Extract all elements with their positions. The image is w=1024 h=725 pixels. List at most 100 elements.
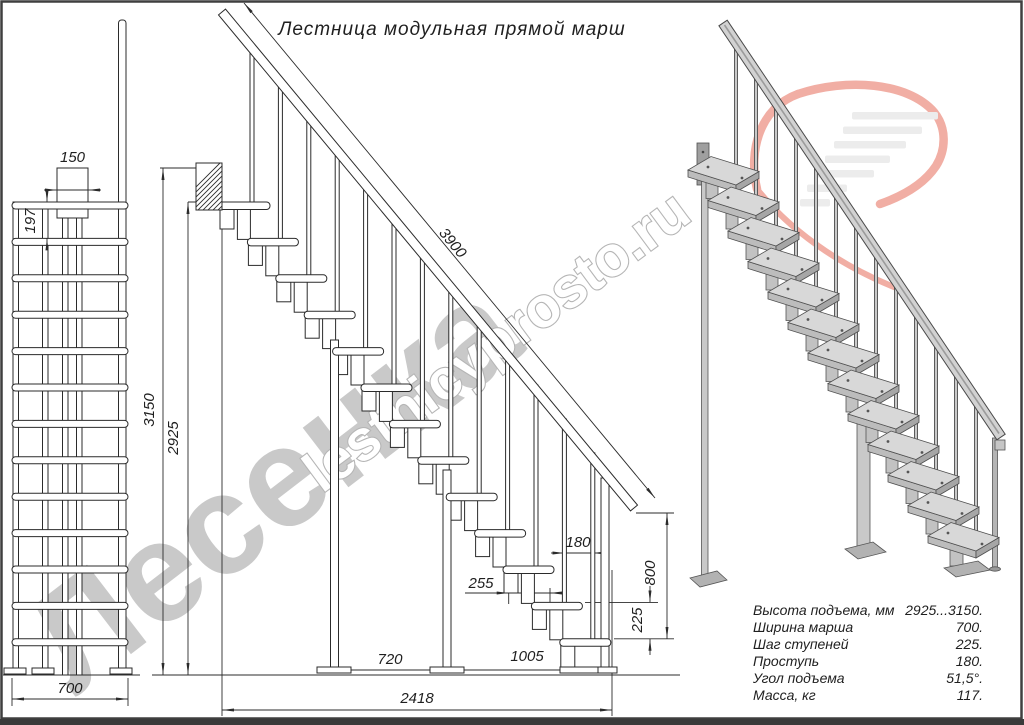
side-dimension-lines bbox=[160, 2, 674, 716]
dim-180: 180 bbox=[565, 534, 591, 551]
bolt bbox=[980, 542, 984, 546]
bolt bbox=[960, 512, 964, 515]
flange bbox=[31, 667, 55, 675]
dim-2925: 2925 bbox=[165, 421, 182, 456]
bolt bbox=[820, 298, 824, 302]
bolt bbox=[701, 150, 705, 154]
front-step bbox=[11, 347, 129, 356]
bolt bbox=[886, 440, 890, 443]
tread bbox=[360, 383, 413, 392]
front-dimension-lines bbox=[11, 188, 129, 706]
module-upper bbox=[293, 281, 308, 313]
bolt bbox=[840, 329, 844, 332]
bolt bbox=[860, 359, 864, 363]
iso-view bbox=[687, 19, 1006, 588]
spec-value: 225. bbox=[955, 636, 983, 652]
iso-base-plate bbox=[689, 570, 728, 588]
side-treads bbox=[218, 201, 612, 647]
bolt bbox=[766, 257, 770, 260]
bolt bbox=[826, 348, 830, 352]
tread bbox=[332, 347, 385, 356]
front-step bbox=[11, 274, 129, 283]
tread bbox=[474, 529, 527, 538]
dim-197: 197 bbox=[22, 208, 39, 234]
dim-800: 800 bbox=[642, 560, 659, 586]
front-step bbox=[11, 383, 129, 392]
tread bbox=[445, 492, 498, 502]
front-step bbox=[11, 492, 129, 501]
iso-base-plate bbox=[844, 541, 887, 560]
spec-label: Проступь bbox=[753, 653, 819, 669]
front-step bbox=[11, 310, 129, 319]
spec-label: Шаг ступеней bbox=[753, 636, 849, 652]
spec-label: Масса, кг bbox=[753, 687, 816, 703]
tread bbox=[303, 310, 356, 320]
front-steps bbox=[11, 201, 129, 647]
module-upper bbox=[378, 390, 393, 422]
dim-255: 255 bbox=[467, 575, 494, 592]
bolt bbox=[900, 420, 904, 424]
spec-label: Угол подъема bbox=[752, 670, 845, 686]
bolt bbox=[780, 237, 784, 241]
spec-value: 51,5°. bbox=[946, 670, 983, 686]
module-upper bbox=[464, 499, 479, 532]
dim-150: 150 bbox=[60, 149, 86, 166]
module-lower bbox=[560, 645, 576, 668]
module-upper bbox=[407, 426, 422, 459]
dim-3150: 3150 bbox=[141, 393, 158, 427]
iso-rail-post bbox=[992, 437, 998, 569]
tread bbox=[502, 565, 555, 574]
side-modules bbox=[219, 208, 576, 668]
spec-value: 180. bbox=[956, 653, 983, 669]
iso-balusters bbox=[734, 42, 978, 544]
front-step bbox=[11, 565, 129, 574]
front-step bbox=[11, 529, 129, 538]
front-view: 150 197 700 bbox=[3, 19, 140, 706]
drawing-title: Лестница модульная прямой марш bbox=[276, 19, 625, 40]
module-lower bbox=[503, 572, 519, 594]
iso-rail-end-cap bbox=[994, 439, 1006, 451]
spec-value: 117. bbox=[957, 687, 983, 703]
bolt bbox=[786, 287, 790, 291]
module-lower bbox=[276, 281, 292, 303]
flange bbox=[3, 667, 27, 675]
module-upper bbox=[520, 572, 535, 604]
bolt bbox=[880, 390, 884, 393]
spec-value: 700. bbox=[956, 619, 983, 635]
bolt bbox=[800, 268, 804, 271]
bolt bbox=[726, 196, 730, 199]
bolt bbox=[740, 176, 744, 180]
module-lower bbox=[247, 244, 263, 266]
module-lower bbox=[219, 208, 235, 230]
dim-700: 700 bbox=[57, 680, 83, 697]
front-step bbox=[11, 419, 129, 428]
front-step bbox=[11, 237, 129, 246]
module-lower bbox=[304, 317, 320, 339]
logo-swoosh-right bbox=[793, 80, 948, 209]
bolt bbox=[846, 379, 850, 382]
bolt bbox=[926, 501, 930, 504]
wall-block bbox=[195, 162, 223, 211]
tread bbox=[530, 601, 583, 611]
front-step bbox=[11, 456, 129, 465]
support-post bbox=[330, 339, 339, 669]
iso-post-foot bbox=[989, 566, 1001, 572]
tread bbox=[559, 638, 612, 647]
dim-2418: 2418 bbox=[399, 690, 434, 707]
dim-720: 720 bbox=[377, 651, 403, 668]
tread bbox=[218, 201, 271, 210]
module-lower bbox=[389, 426, 405, 448]
tread bbox=[275, 274, 328, 283]
bolt bbox=[806, 318, 810, 321]
tread bbox=[246, 237, 299, 247]
page-border-bottom bbox=[0, 719, 1024, 725]
handrail bbox=[217, 8, 639, 512]
bolt bbox=[706, 165, 710, 169]
front-step bbox=[11, 201, 129, 210]
post-flange bbox=[429, 666, 465, 674]
spec-label: Высота подъема, мм bbox=[753, 602, 895, 618]
iso-left-post bbox=[701, 171, 709, 579]
spec-label: Ширина марша bbox=[753, 619, 853, 635]
